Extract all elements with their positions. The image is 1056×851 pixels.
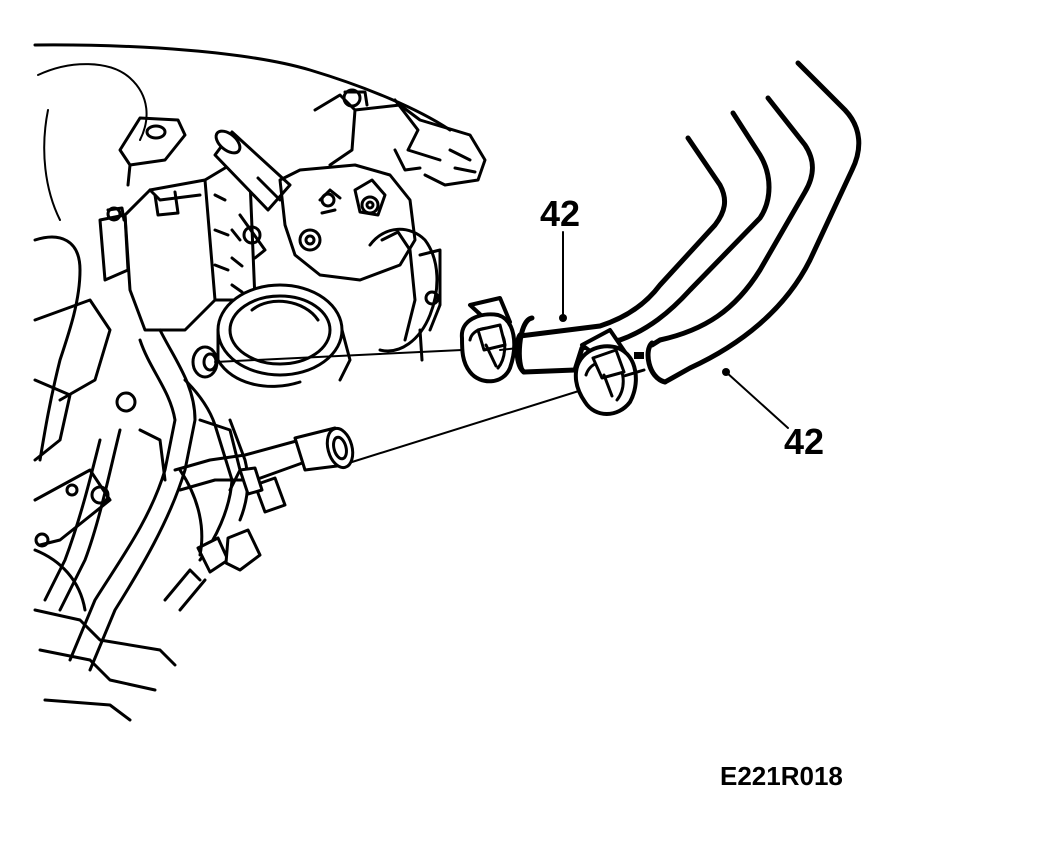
hose-clamp-upper [459, 296, 519, 384]
fuel-lines [33, 328, 355, 722]
throttle-body [123, 88, 487, 388]
figure-code: E221R018 [720, 761, 843, 791]
hose-clamp-lower [573, 328, 646, 416]
callout-label-lower: 42 [784, 421, 825, 462]
callout-label-upper: 42 [540, 193, 581, 234]
hose-lower [645, 60, 862, 385]
engine-housing [33, 43, 452, 548]
assembly-leader-lines [214, 349, 583, 463]
mounting-bracket [118, 116, 187, 187]
hose-upper [514, 110, 772, 375]
callout-leaders [559, 231, 789, 429]
